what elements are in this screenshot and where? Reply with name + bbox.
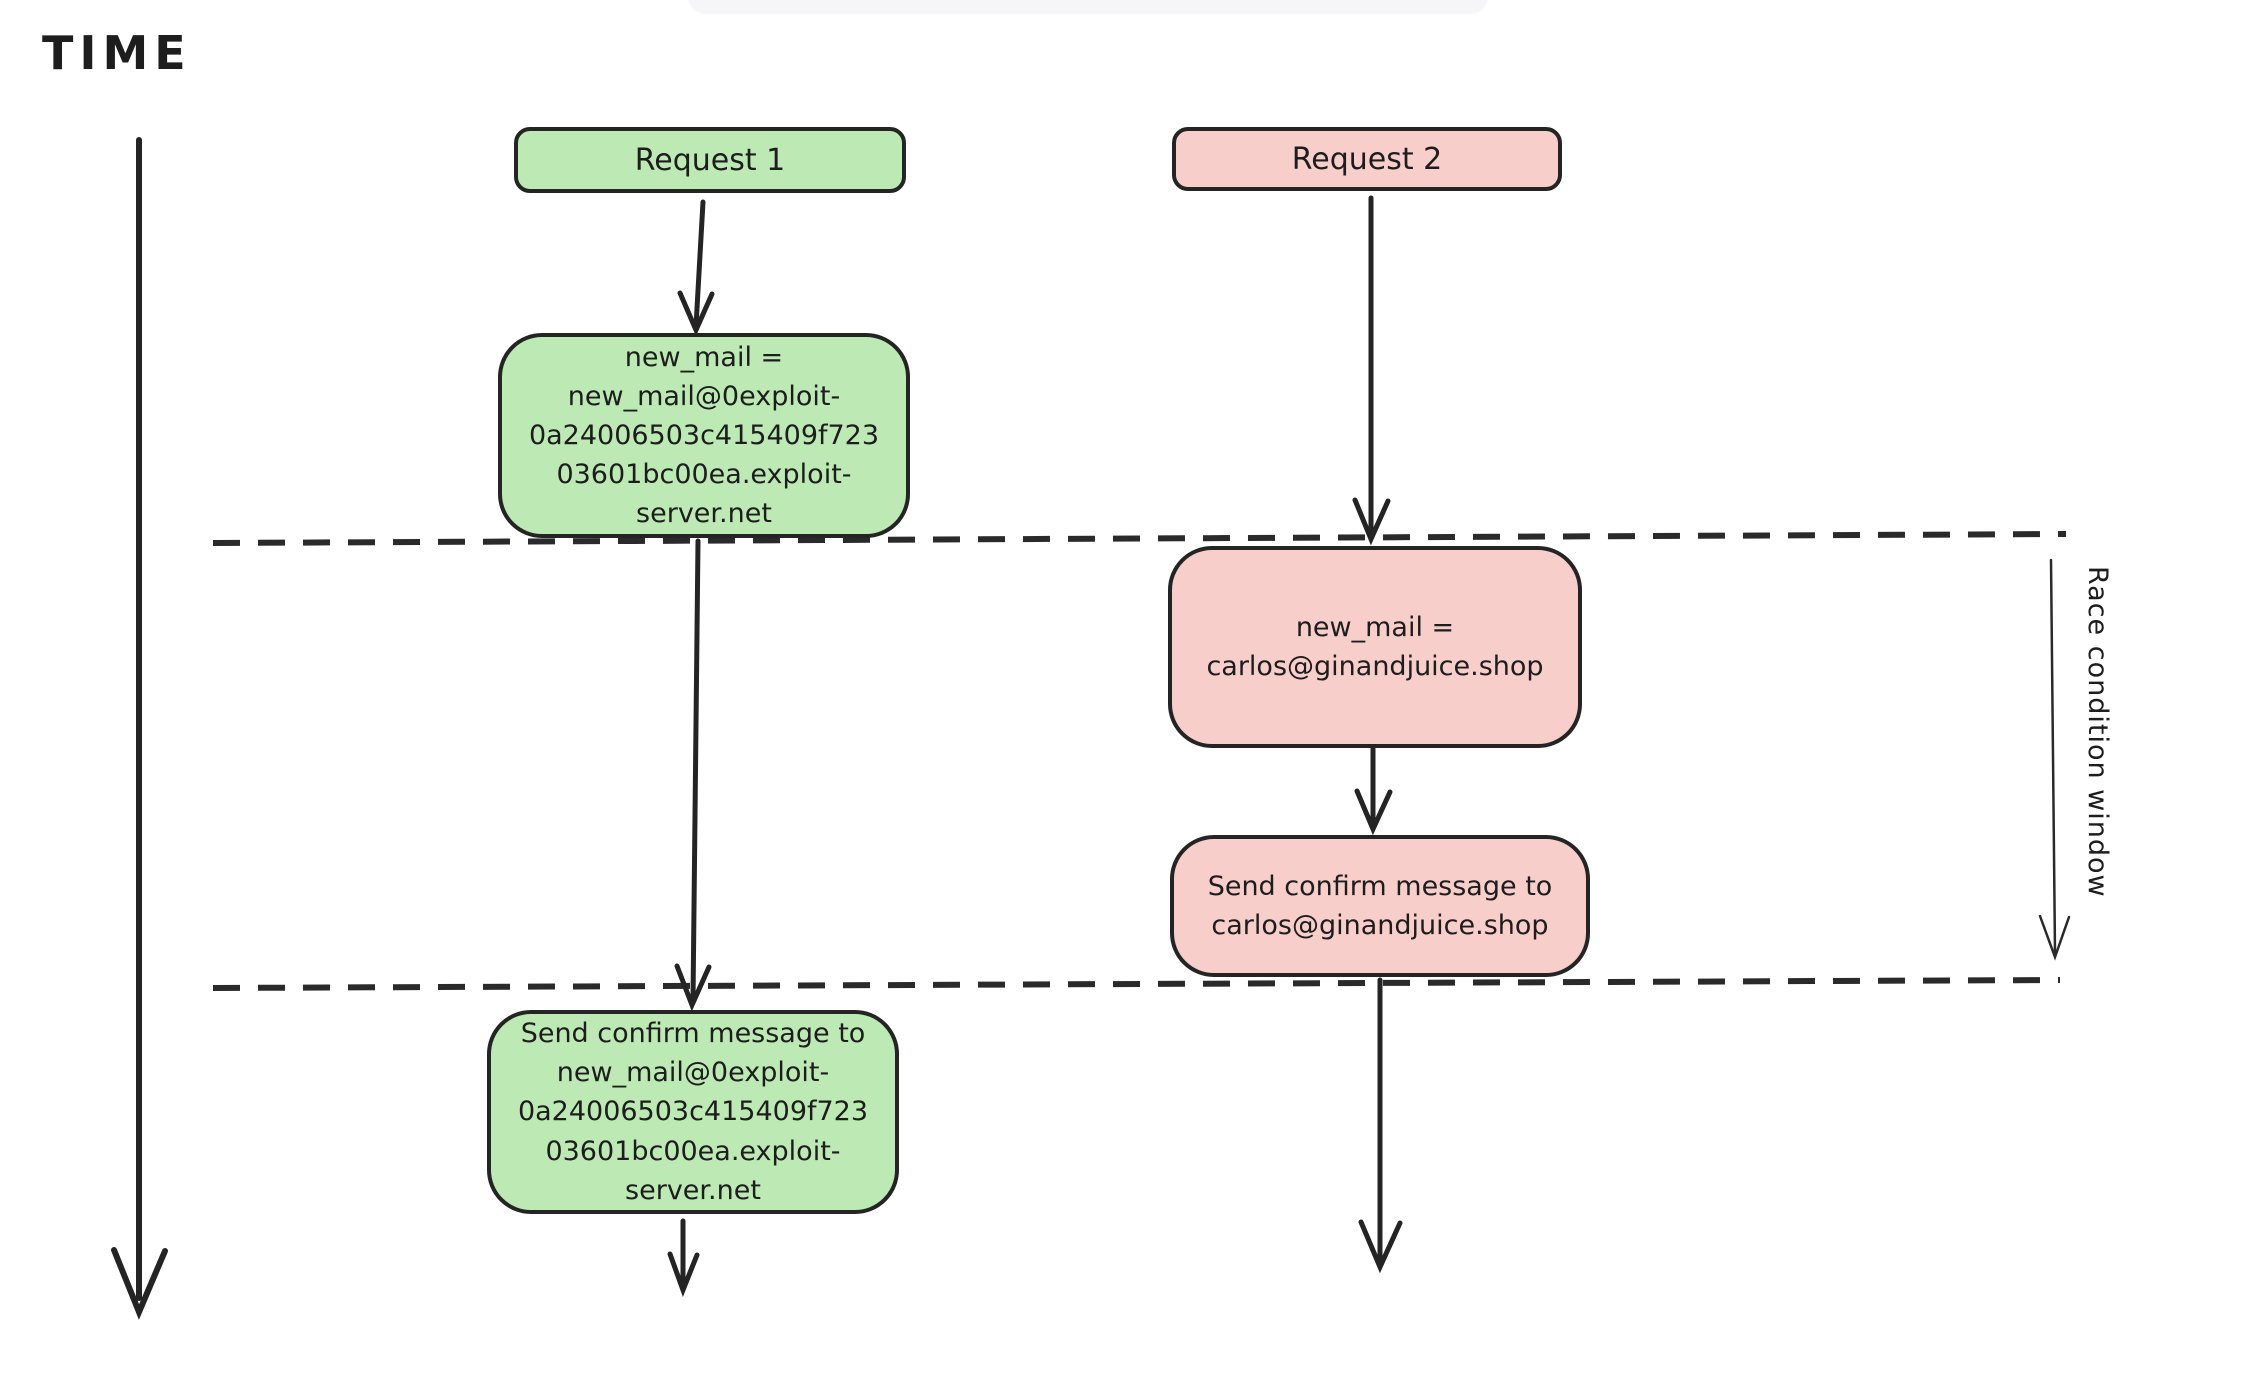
request1-step1-text: new_mail = new_mail@0exploit- 0a24006503…	[528, 341, 880, 530]
race-window-dashed-line-top	[212, 531, 2067, 546]
request2-continuation-arrow	[1358, 977, 1403, 1274]
request1-to-step1-arrow	[677, 199, 715, 337]
request2-step1-to-step2-arrow	[1354, 746, 1393, 836]
request2-header-box: Request 2	[1172, 127, 1562, 191]
request1-step2-text: Send confirm message to new_mail@0exploi…	[517, 1018, 869, 1206]
request1-header-box: Request 1	[514, 127, 906, 193]
request1-step1-box: new_mail = new_mail@0exploit- 0a24006503…	[498, 333, 910, 538]
request1-step1-to-step2-arrow	[674, 538, 712, 1012]
request2-to-step1-arrow	[1352, 195, 1391, 546]
request1-header-label: Request 1	[634, 142, 786, 178]
request1-continuation-arrow	[667, 1218, 700, 1298]
request1-step2-box: Send confirm message to new_mail@0exploi…	[487, 1010, 899, 1214]
race-window-dashed-line-bottom	[212, 977, 2061, 991]
race-window-label: Race condition window	[2082, 566, 2113, 898]
time-arrow	[111, 137, 168, 1320]
request2-step2-text: Send confirm message to carlos@ginandjui…	[1207, 870, 1553, 941]
race-window-arrow	[2038, 558, 2071, 961]
request2-step2-box: Send confirm message to carlos@ginandjui…	[1170, 835, 1590, 977]
request2-step1-box: new_mail = carlos@ginandjuice.shop	[1168, 546, 1582, 748]
request2-header-label: Request 2	[1291, 141, 1443, 177]
top-toolbar-remnant	[688, 0, 1488, 13]
time-axis-label: TIME	[42, 26, 192, 80]
request2-step1-text: new_mail = carlos@ginandjuice.shop	[1206, 611, 1544, 682]
